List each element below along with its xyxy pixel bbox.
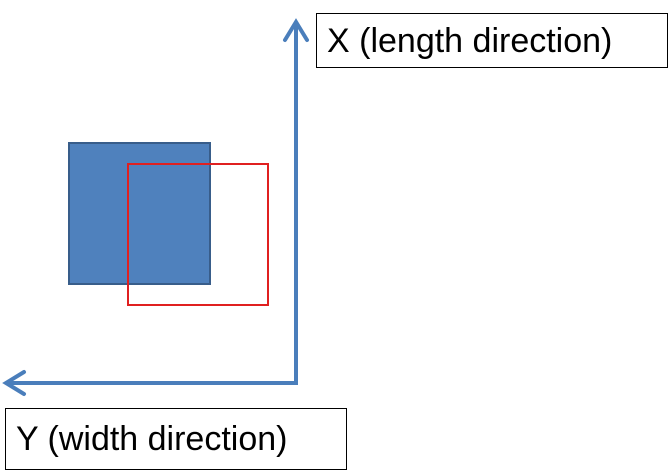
y-axis-label: Y (width direction) xyxy=(5,408,347,470)
x-axis-arrow xyxy=(283,18,309,385)
outline-square xyxy=(127,163,269,306)
x-axis-label-text: X (length direction) xyxy=(327,21,613,60)
x-axis-label: X (length direction) xyxy=(316,13,668,68)
y-axis-arrow xyxy=(2,370,298,396)
y-axis-label-text: Y (width direction) xyxy=(16,420,288,458)
filled-square xyxy=(68,142,211,285)
